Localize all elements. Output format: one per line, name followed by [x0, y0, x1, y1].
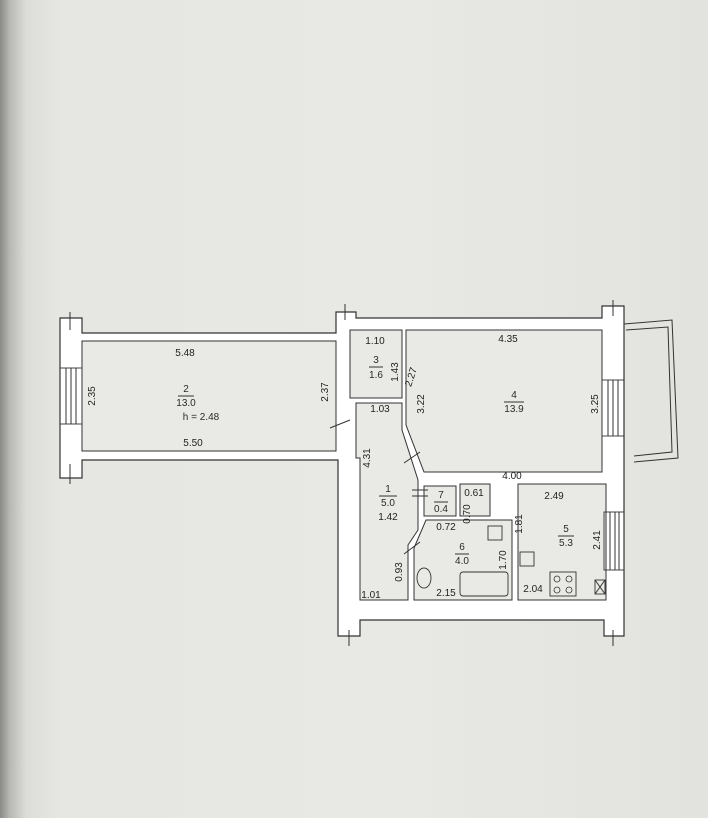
room-2-height: h = 2.48	[183, 412, 220, 423]
dim-1-70: 1.70	[498, 550, 509, 570]
toilet	[416, 567, 432, 589]
dim-2-37: 2.37	[320, 382, 331, 402]
room-5-area: 5.3	[559, 538, 573, 549]
dim-0-72: 0.72	[436, 522, 456, 533]
room-7-area: 0.4	[434, 504, 448, 515]
dim-0-70: 0.70	[462, 504, 473, 524]
room-3-number: 3	[373, 355, 379, 366]
balcony	[623, 319, 679, 463]
fixtures	[416, 525, 606, 597]
dim-4-35: 4.35	[498, 334, 518, 345]
room-1-area: 5.0	[381, 498, 395, 509]
dim-4-31: 4.31	[362, 448, 373, 468]
dim-1-43: 1.43	[390, 362, 401, 382]
dim-4-00: 4.00	[502, 471, 522, 482]
dim-1-81: 1.81	[514, 514, 525, 534]
room-1-number: 1	[385, 484, 391, 495]
dim-3-22: 3.22	[416, 394, 427, 414]
dim-2-49: 2.49	[544, 491, 564, 502]
room-2-area: 13.0	[176, 398, 196, 409]
dim-1-42: 1.42	[378, 512, 398, 523]
dim-2-35: 2.35	[87, 386, 98, 406]
sink	[487, 525, 503, 541]
dim-2-41: 2.41	[592, 530, 603, 550]
windows	[59, 367, 625, 571]
dim-5-48: 5.48	[175, 348, 195, 359]
room-5-number: 5	[563, 524, 569, 535]
dim-3-25: 3.25	[590, 394, 601, 414]
bathtub	[459, 571, 509, 597]
room-3-area: 1.6	[369, 370, 383, 381]
dim-5-50: 5.50	[183, 438, 203, 449]
dimension-labels: 5.48 5.50 2.35 2.37 1.10 1.43 1.03 2.27 …	[87, 334, 603, 601]
dim-0-93: 0.93	[394, 562, 405, 582]
dim-1-01: 1.01	[361, 590, 381, 601]
room-labels: 2 13.0 h = 2.48 3 1.6 4 13.9 1 5.0 7 0.4…	[176, 355, 574, 567]
walls	[59, 305, 625, 637]
dim-1-03: 1.03	[370, 404, 390, 415]
room-4-area: 13.9	[504, 404, 524, 415]
stove	[549, 571, 577, 597]
room-7-number: 7	[438, 490, 444, 501]
room-4-number: 4	[511, 390, 517, 401]
room-6-area: 4.0	[455, 556, 469, 567]
axis-ticks	[69, 300, 614, 646]
kitchen-sink	[519, 551, 535, 567]
dim-2-04: 2.04	[523, 584, 543, 595]
dim-1-10: 1.10	[365, 336, 385, 347]
room-2-number: 2	[183, 384, 189, 395]
room-6-number: 6	[459, 542, 465, 553]
dim-2-15: 2.15	[436, 588, 456, 599]
dim-0-61: 0.61	[464, 488, 484, 499]
vent	[594, 579, 606, 595]
